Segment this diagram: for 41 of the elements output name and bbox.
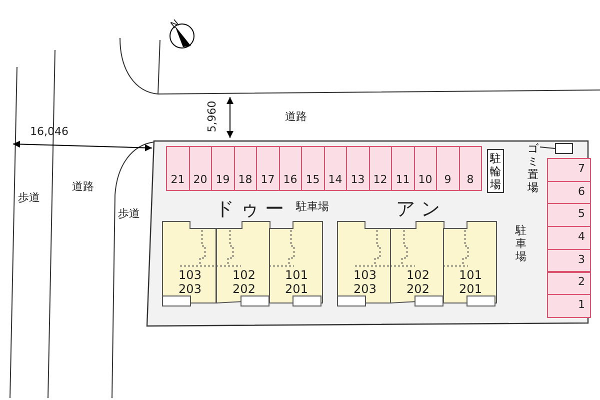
- parking-label: 駐車場: [515, 224, 527, 263]
- parking-space: 14: [324, 146, 347, 191]
- unit-number: 101 201: [284, 268, 309, 296]
- leader-line: [540, 146, 556, 149]
- parking-label: 駐車場: [296, 201, 329, 212]
- parking-space: 20: [188, 146, 212, 191]
- unit-number: 103 203: [178, 268, 202, 296]
- building-name: ドゥー: [215, 200, 290, 219]
- parking-space: 12: [368, 146, 392, 191]
- parking-space: 6: [547, 180, 591, 204]
- parking-space: 10: [414, 146, 437, 191]
- unit-number: 103 203: [352, 268, 378, 296]
- building-name: アン: [396, 200, 446, 219]
- garbage-area-label: ゴミ置場: [526, 142, 540, 196]
- road-label: 道路: [72, 181, 94, 192]
- parking-space: 18: [234, 146, 257, 191]
- parking-space: 15: [301, 146, 324, 191]
- parking-space: 7: [547, 158, 591, 182]
- parking-space: 16: [278, 146, 302, 191]
- parking-space: 3: [547, 248, 591, 272]
- garbage-box: [555, 143, 573, 154]
- parking-space: 19: [211, 146, 234, 191]
- parking-space: 9: [436, 146, 460, 191]
- parking-space: 4: [547, 226, 591, 250]
- dimension-label: 5,960: [206, 100, 218, 132]
- parking-space: 11: [391, 146, 414, 191]
- parking-space: 1: [547, 294, 591, 318]
- parking-space: 13: [346, 146, 370, 191]
- parking-space: 21: [166, 146, 190, 191]
- sidewalk-label: 歩道: [118, 208, 140, 219]
- unit-number: 102 202: [232, 268, 256, 296]
- parking-space: 8: [458, 146, 482, 191]
- unit-number: 101 201: [458, 268, 483, 296]
- road-label: 道路: [285, 111, 307, 122]
- parking-space: 17: [256, 146, 280, 191]
- parking-space: 5: [547, 203, 591, 228]
- unit-number: 102 202: [406, 268, 430, 296]
- sidewalk-label: 歩道: [18, 192, 40, 203]
- compass-letter: N: [170, 18, 182, 32]
- parking-space: 2: [547, 272, 591, 296]
- bicycle-parking-box: 駐輪場: [487, 149, 504, 193]
